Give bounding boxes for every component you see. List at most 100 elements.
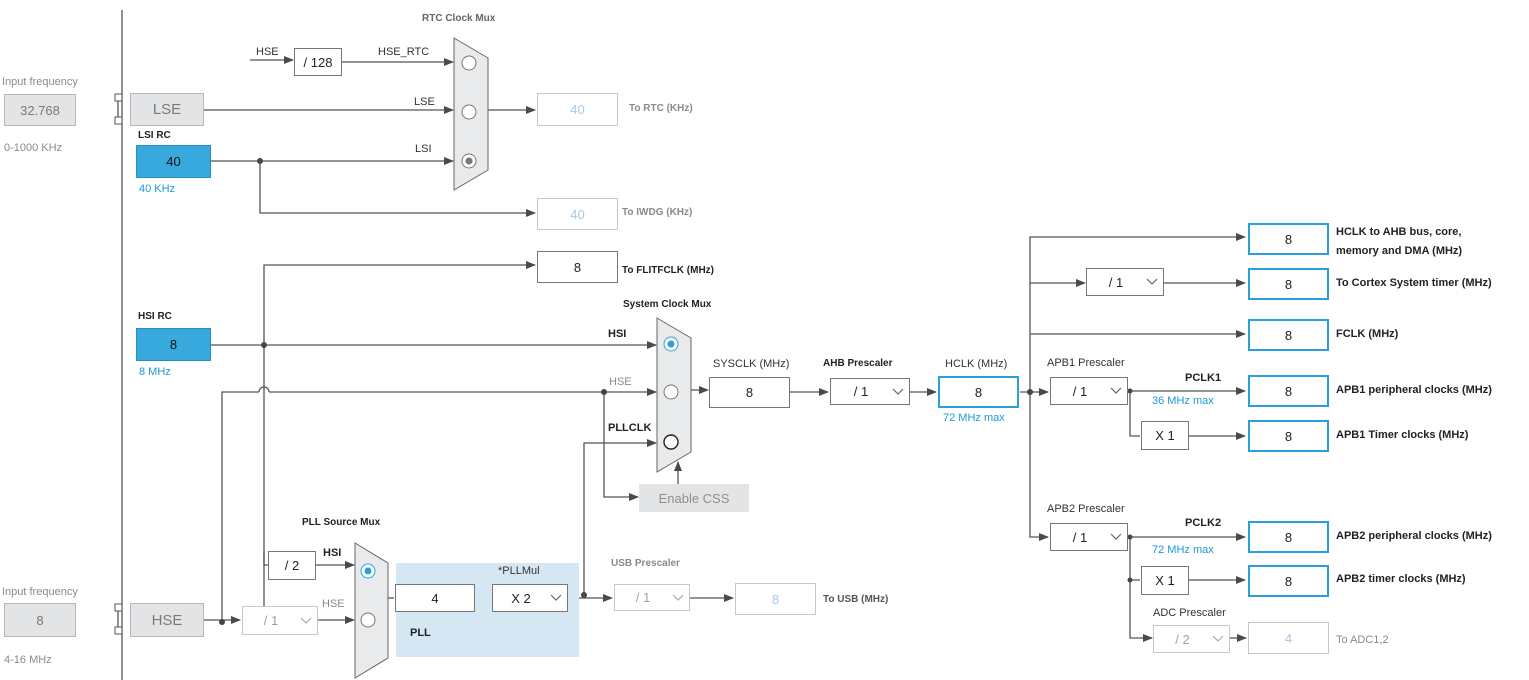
pllmul-dropdown[interactable]: X 2 [492,584,568,612]
hclk-input[interactable]: 8 [938,376,1019,408]
to-flitf-label: To FLITFCLK (MHz) [622,265,715,276]
apb2-periph-label: APB2 peripheral clocks (MHz) [1336,530,1492,542]
adc-output: 4 [1248,622,1329,654]
pll-hsi-label: HSI [323,547,342,559]
fclk-output: 8 [1248,319,1329,351]
system-mux-label: System Clock Mux [623,299,712,310]
chevron-down-icon [887,388,909,396]
lsi-rc-oscillator[interactable]: 40 [136,145,211,178]
hsi-rc-label: HSI RC [138,311,172,322]
rtc-clock-mux [453,37,489,191]
hsi-line-label: HSI [608,328,627,340]
cortex-timer-output: 8 [1248,268,1329,300]
chevron-down-icon [1105,387,1127,395]
lsi-line-label: LSI [415,143,432,155]
apb1-prescaler-label: APB1 Prescaler [1047,357,1125,369]
hse-oscillator[interactable]: HSE [130,603,204,637]
usb-output: 8 [735,583,816,615]
adc-prescaler-dropdown[interactable]: / 2 [1153,625,1230,653]
cortex-prescaler-dropdown[interactable]: / 1 [1086,268,1164,296]
adc-prescaler-value: / 2 [1175,631,1190,647]
input-frequency-label: Input frequency [2,76,78,88]
pclk2-label: PCLK2 [1185,517,1222,529]
pll-source-mux [354,542,389,679]
iwdg-output: 40 [537,198,618,230]
chevron-down-icon [1105,533,1127,541]
pclk2-max: 72 MHz max [1152,544,1214,556]
apb2-prescaler-label: APB2 Prescaler [1047,503,1125,515]
cortex-prescaler-value: / 1 [1108,274,1124,290]
to-usb-label: To USB (MHz) [823,594,889,605]
hsi-rc-oscillator[interactable]: 8 [136,328,211,361]
sysclk-label: SYSCLK (MHz) [713,358,790,370]
usb-prescaler-value: / 1 [635,590,651,605]
sysclk-value: 8 [709,377,790,408]
apb1-timer-label: APB1 Timer clocks (MHz) [1336,429,1469,441]
to-rtc-label: To RTC (KHz) [629,103,693,114]
hclk-max: 72 MHz max [943,412,1005,424]
enable-css-button[interactable]: Enable CSS [639,484,749,512]
apb2-timer-output: 8 [1248,565,1329,597]
apb1-timer-multiplier: X 1 [1141,421,1189,450]
apb2-prescaler-value: / 1 [1072,529,1088,545]
hclk-ahb-label-1: HCLK to AHB bus, core, [1336,226,1462,238]
apb1-prescaler-dropdown[interactable]: / 1 [1050,377,1128,405]
hse-rtc-label: HSE_RTC [378,46,430,58]
chevron-down-icon [667,594,689,602]
chevron-down-icon [1141,278,1163,286]
fclk-label: FCLK (MHz) [1336,328,1399,340]
lse-input-frequency[interactable]: 32.768 [4,94,76,126]
hclk-label: HCLK (MHz) [945,358,1008,370]
rtc-output: 40 [537,93,618,126]
pll-input-value: 4 [395,584,475,612]
apb2-periph-output: 8 [1248,521,1329,553]
hse-label: HSE [256,46,279,58]
to-adc-label: To ADC1,2 [1336,634,1389,646]
adc-prescaler-label: ADC Prescaler [1153,607,1226,619]
lse-range: 0-1000 KHz [4,142,63,154]
chevron-down-icon [545,594,567,602]
hse-pre-divider-value: / 1 [263,613,279,628]
chevron-down-icon [1207,635,1229,643]
hclk-ahb-output: 8 [1248,223,1329,255]
lsi-frequency: 40 KHz [139,183,176,195]
to-iwdg-label: To IWDG (KHz) [622,207,693,218]
hse-input-frequency[interactable]: 8 [4,603,76,637]
hse-pre-divider-dropdown[interactable]: / 1 [242,606,318,635]
lse-oscillator[interactable]: LSE [130,93,204,126]
hse-line-label: HSE [609,376,632,388]
usb-prescaler-dropdown[interactable]: / 1 [614,584,690,611]
apb2-timer-multiplier: X 1 [1141,566,1189,595]
lsi-rc-label: LSI RC [138,130,171,141]
input-frequency-label-hse: Input frequency [2,586,78,598]
ahb-prescaler-value: / 1 [853,384,869,399]
pllclk-line-label: PLLCLK [608,422,652,434]
hsi-div2: / 2 [268,551,316,580]
hse-div128: / 128 [294,48,342,76]
apb1-periph-label: APB1 peripheral clocks (MHz) [1336,384,1492,396]
pclk1-label: PCLK1 [1185,372,1222,384]
pll-source-mux-label: PLL Source Mux [302,517,381,528]
pllmul-label: *PLLMul [498,565,540,577]
hsi-frequency: 8 MHz [139,366,171,378]
hclk-ahb-label-2: memory and DMA (MHz) [1336,245,1463,257]
flitf-output: 8 [537,251,618,283]
apb2-prescaler-dropdown[interactable]: / 1 [1050,523,1128,551]
pll-hse-label: HSE [322,598,345,610]
pllmul-value: X 2 [511,590,531,606]
pll-label: PLL [410,627,431,639]
usb-prescaler-label: USB Prescaler [611,558,680,569]
pclk1-max: 36 MHz max [1152,395,1214,407]
rtc-mux-label: RTC Clock Mux [422,13,496,24]
system-clock-mux [656,317,692,488]
chevron-down-icon [295,617,317,625]
cortex-timer-label: To Cortex System timer (MHz) [1336,277,1492,289]
apb2-timer-label: APB2 timer clocks (MHz) [1336,573,1466,585]
ahb-prescaler-label: AHB Prescaler [823,358,893,369]
ahb-prescaler-dropdown[interactable]: / 1 [830,378,910,405]
hse-range: 4-16 MHz [4,654,52,666]
apb1-timer-output: 8 [1248,420,1329,452]
apb1-periph-output: 8 [1248,375,1329,407]
apb1-prescaler-value: / 1 [1072,383,1088,399]
